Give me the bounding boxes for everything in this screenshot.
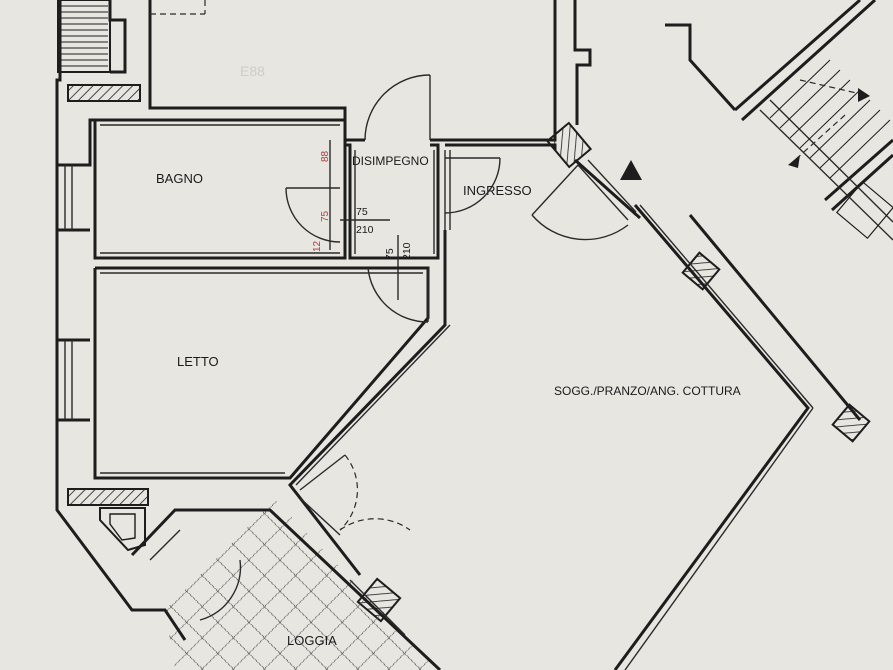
left-exterior-wall [55, 0, 165, 612]
dim-letto-door-210: 210 [401, 242, 413, 260]
dim-disimpegno-210: 210 [356, 224, 374, 236]
pillar-right-top [681, 251, 721, 291]
label-soggiorno: SOGG./PRANZO/ANG. COTTURA [554, 384, 741, 398]
room-soggiorno [288, 204, 814, 670]
door-loggia-french [299, 454, 411, 536]
chimney-flue [99, 507, 146, 552]
entrance-arrow-icon [620, 160, 642, 180]
door-entrance [531, 159, 637, 241]
label-letto: LETTO [177, 354, 219, 369]
dim-bagno-12: 12 [312, 240, 323, 252]
label-bagno: BAGNO [156, 171, 203, 186]
door-ingresso-inner [444, 157, 501, 214]
dim-bagno-88: 88 [320, 150, 331, 162]
pillar-left [67, 488, 149, 506]
pillar-entrance [545, 121, 593, 169]
room-loggia [130, 500, 442, 670]
room-ingresso [444, 143, 557, 230]
dim-disimpegno-75: 75 [356, 206, 368, 218]
dim-bagno-75: 75 [320, 210, 331, 222]
right-exterior [574, 0, 893, 421]
label-disimpegno: DISIMPEGNO [352, 154, 429, 168]
door-disimpegno-top [345, 74, 431, 142]
door-bagno [285, 140, 341, 250]
pillar-top-left [67, 84, 141, 102]
label-ingresso: INGRESSO [463, 183, 532, 198]
faint-room-code: E88 [240, 63, 265, 79]
door-letto [367, 267, 429, 323]
label-loggia: LOGGIA [287, 633, 337, 648]
dim-letto-door-75: 75 [384, 248, 396, 260]
pillar-right-bottom [831, 403, 871, 443]
room-letto [93, 266, 430, 480]
room-bagno [93, 118, 347, 260]
room-disimpegno [345, 143, 440, 260]
